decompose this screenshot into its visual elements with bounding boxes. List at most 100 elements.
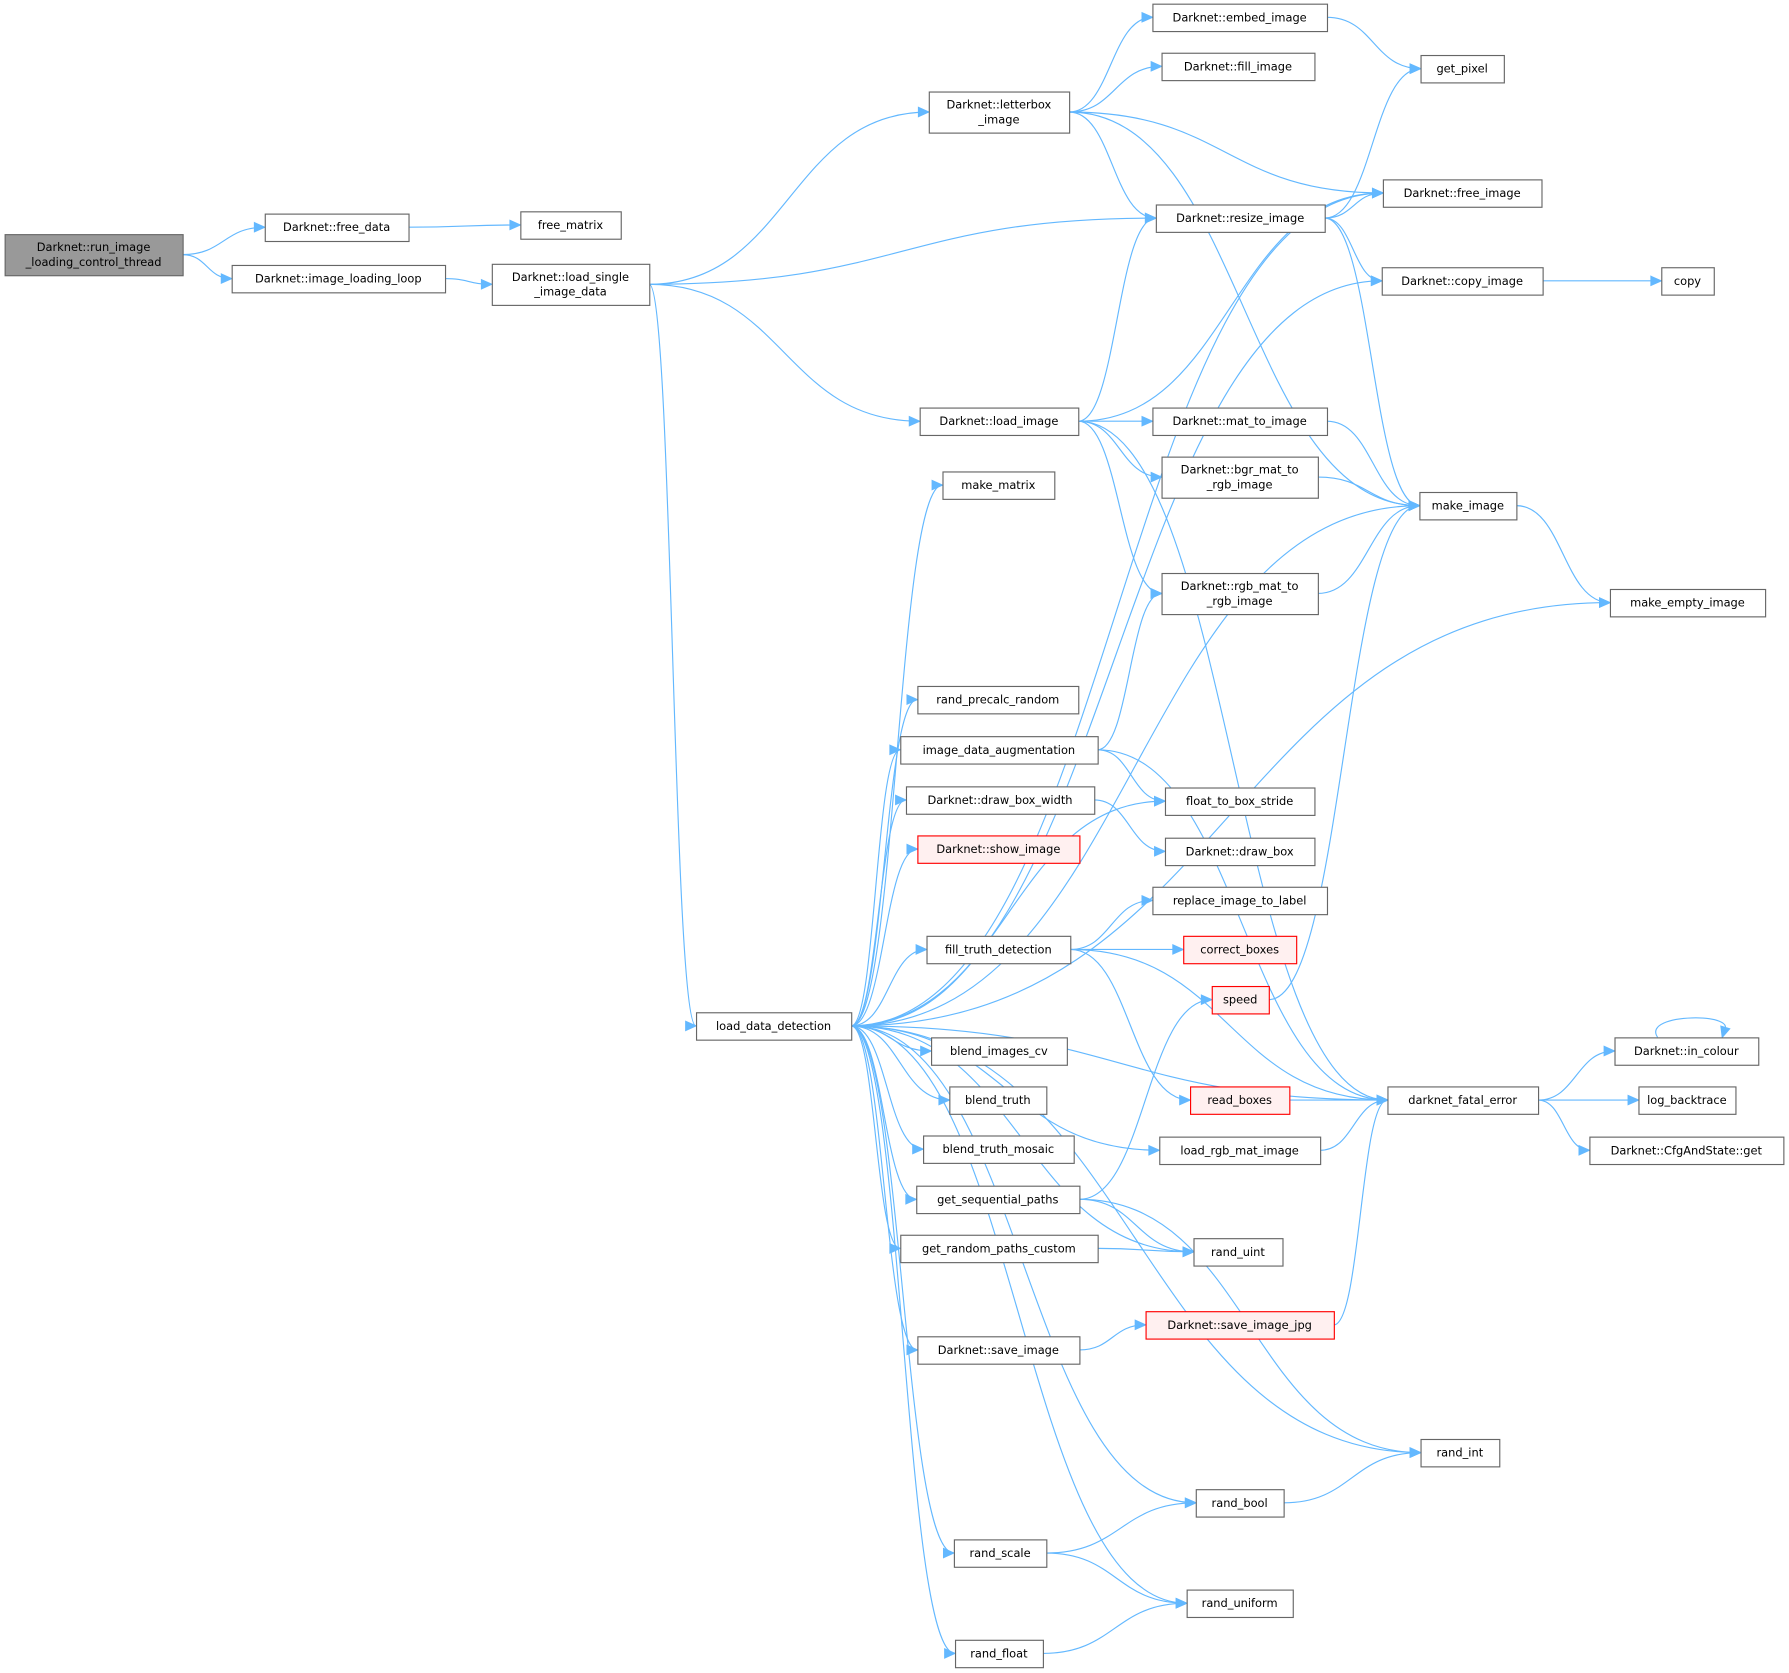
- arrowhead-icon: [1578, 1144, 1591, 1156]
- node-precalc[interactable]: rand_precalc_random: [917, 685, 1080, 715]
- node-load-image[interactable]: Darknet::load_image: [919, 407, 1080, 437]
- edge-seq_paths-to-speed: [1079, 999, 1212, 1200]
- node-free-data[interactable]: Darknet::free_data: [264, 213, 410, 243]
- edge-letterbox-to-embed: [1069, 16, 1153, 113]
- node-box: [1419, 491, 1518, 521]
- node-label: copy: [1674, 274, 1701, 288]
- node-speed[interactable]: speed: [1211, 985, 1270, 1015]
- node-draw-box-width[interactable]: Darknet::draw_box_width: [905, 786, 1096, 815]
- node-label: Darknet::bgr_mat_to_rgb_image: [1181, 463, 1299, 492]
- node-make-empty[interactable]: make_empty_image: [1609, 588, 1767, 618]
- node-correct[interactable]: correct_boxes: [1183, 935, 1298, 965]
- node-save-jpg[interactable]: Darknet::save_image_jpg: [1145, 1311, 1335, 1340]
- node-bgr[interactable]: Darknet::bgr_mat_to_rgb_image: [1161, 456, 1319, 499]
- arrowhead-icon: [1148, 1144, 1161, 1156]
- node-make-image[interactable]: make_image: [1419, 491, 1518, 521]
- node-box: [1161, 456, 1319, 499]
- node-letterbox[interactable]: Darknet::letterbox_image: [928, 91, 1071, 134]
- node-get-pixel[interactable]: get_pixel: [1420, 54, 1505, 84]
- node-rand-uint[interactable]: rand_uint: [1193, 1238, 1284, 1267]
- node-copy[interactable]: copy: [1661, 267, 1715, 296]
- node-label: load_rgb_mat_image: [1180, 1143, 1298, 1157]
- node-blend-mosaic[interactable]: blend_truth_mosaic: [923, 1135, 1075, 1164]
- node-read-boxes[interactable]: read_boxes: [1190, 1086, 1291, 1115]
- node-box: [917, 685, 1080, 715]
- node-rand-bool[interactable]: rand_bool: [1195, 1489, 1285, 1518]
- node-load-rgb[interactable]: load_rgb_mat_image: [1159, 1136, 1322, 1166]
- node-label: rand_int: [1437, 1446, 1484, 1460]
- edge-mat_to_image-to-make_image: [1326, 420, 1420, 507]
- node-save-image[interactable]: Darknet::save_image: [917, 1336, 1081, 1365]
- node-show-image[interactable]: Darknet::show_image: [917, 835, 1081, 864]
- node-blend-cv[interactable]: blend_images_cv: [931, 1037, 1068, 1066]
- node-box: [1161, 572, 1319, 616]
- node-run[interactable]: Darknet::run_image_loading_control_threa…: [4, 234, 184, 277]
- edge-speed-to-make_image: [1268, 505, 1420, 1001]
- node-box: [1186, 1589, 1294, 1619]
- node-draw-box[interactable]: Darknet::draw_box: [1164, 837, 1316, 867]
- node-free-matrix[interactable]: free_matrix: [520, 211, 622, 240]
- node-resize[interactable]: Darknet::resize_image: [1155, 204, 1326, 233]
- edge-ldd-to-rand_float: [851, 1025, 956, 1654]
- node-label: rand_scale: [969, 1546, 1030, 1560]
- node-fill-truth[interactable]: fill_truth_detection: [926, 935, 1072, 965]
- node-label: get_sequential_paths: [937, 1192, 1058, 1206]
- node-box: [264, 213, 410, 243]
- node-rand-uniform[interactable]: rand_uniform: [1186, 1589, 1294, 1619]
- arrowhead-icon: [253, 221, 267, 233]
- edge-draw_box_width-to-draw_box: [1094, 799, 1165, 852]
- arrowhead-icon: [1370, 275, 1384, 287]
- arrowhead-icon: [906, 1344, 919, 1356]
- arrowhead-icon: [1200, 994, 1214, 1006]
- node-mat-to-image[interactable]: Darknet::mat_to_image: [1152, 407, 1329, 437]
- node-rand-scale[interactable]: rand_scale: [953, 1539, 1048, 1568]
- node-label: log_backtrace: [1647, 1093, 1727, 1107]
- node-box: [1381, 267, 1544, 296]
- node-box: [1614, 1037, 1760, 1066]
- node-blend-truth[interactable]: blend_truth: [949, 1086, 1048, 1115]
- node-rgb[interactable]: Darknet::rgb_mat_to_rgb_image: [1161, 572, 1319, 616]
- node-float-box[interactable]: float_to_box_stride: [1164, 787, 1316, 816]
- node-box: [1195, 1489, 1285, 1518]
- node-seq-paths[interactable]: get_sequential_paths: [916, 1185, 1081, 1215]
- arrowhead-icon: [1150, 588, 1163, 599]
- node-label: get_random_paths_custom: [922, 1241, 1076, 1255]
- node-fill[interactable]: Darknet::fill_image: [1161, 52, 1316, 82]
- node-fatal[interactable]: darknet_fatal_error: [1387, 1086, 1540, 1115]
- node-cfg-get[interactable]: Darknet::CfgAndState::get: [1589, 1136, 1785, 1166]
- node-backtrace[interactable]: log_backtrace: [1638, 1086, 1737, 1115]
- arrowhead-icon: [1179, 1094, 1192, 1106]
- edge-resize-to-make_image: [1324, 217, 1420, 507]
- node-label: blend_images_cv: [950, 1044, 1048, 1058]
- node-copy-image[interactable]: Darknet::copy_image: [1381, 267, 1544, 296]
- node-box: [1420, 1438, 1501, 1468]
- node-rand-paths[interactable]: get_random_paths_custom: [900, 1234, 1099, 1264]
- node-free-image[interactable]: Darknet::free_image: [1382, 179, 1543, 208]
- node-label: Darknet::free_image: [1404, 186, 1521, 200]
- arrowhead-icon: [1627, 1094, 1640, 1106]
- node-loop[interactable]: Darknet::image_loading_loop: [231, 264, 447, 294]
- node-label: Darknet::show_image: [936, 842, 1060, 856]
- edge-load_single-to-letterbox: [649, 111, 929, 285]
- node-load-single[interactable]: Darknet::load_single_image_data: [491, 263, 651, 306]
- node-augment[interactable]: image_data_augmentation: [900, 736, 1099, 765]
- edge-rand_scale-to-rand_bool: [1046, 1502, 1196, 1554]
- edge-ldd-to-make_image: [851, 505, 1420, 1027]
- edge-rand_bool-to-rand_int: [1283, 1452, 1421, 1504]
- arrowhead-icon: [1650, 275, 1663, 287]
- node-replace[interactable]: replace_image_to_label: [1152, 886, 1329, 916]
- node-in-colour[interactable]: Darknet::in_colour: [1614, 1037, 1760, 1066]
- node-ldd[interactable]: load_data_detection: [695, 1012, 853, 1041]
- node-rand-float[interactable]: rand_float: [954, 1639, 1044, 1669]
- arrowhead-icon: [1376, 1094, 1389, 1106]
- node-label: Darknet::save_image_jpg: [1167, 1318, 1312, 1332]
- node-rand-int[interactable]: rand_int: [1420, 1438, 1501, 1468]
- node-make-matrix[interactable]: make_matrix: [942, 471, 1056, 500]
- node-label: fill_truth_detection: [945, 942, 1052, 956]
- edge-augment-to-fatal: [1097, 749, 1388, 1101]
- node-label: rand_uniform: [1202, 1596, 1278, 1610]
- node-label: blend_truth: [965, 1093, 1031, 1107]
- node-box: [1159, 1136, 1322, 1166]
- node-embed[interactable]: Darknet::embed_image: [1152, 3, 1329, 33]
- node-label: Darknet::mat_to_image: [1173, 414, 1307, 428]
